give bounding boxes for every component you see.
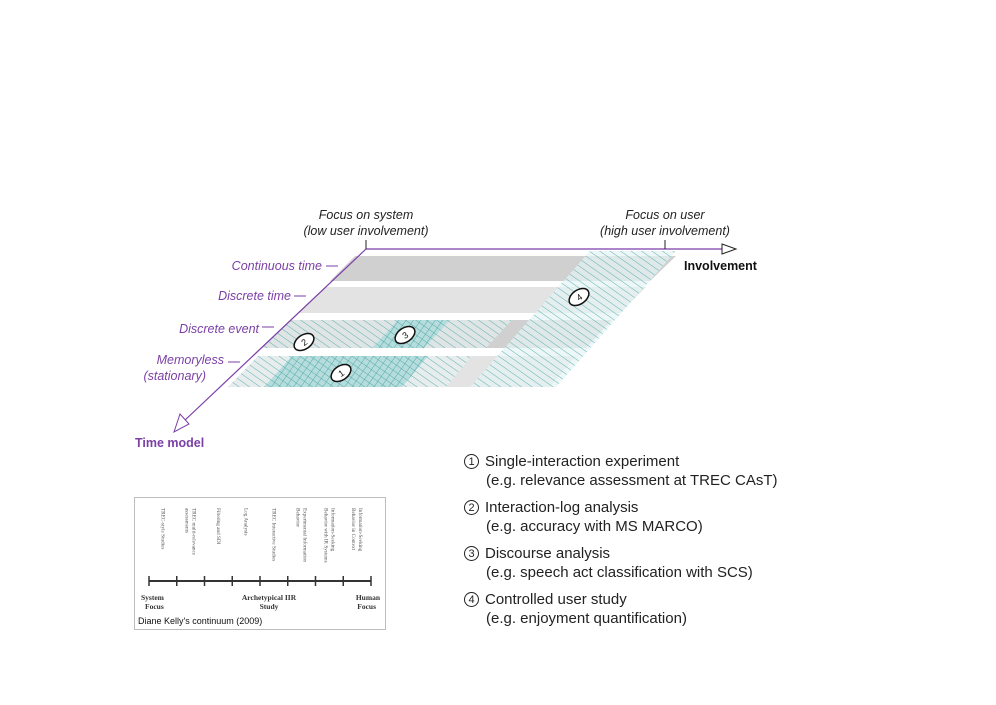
kelly-study-5: TREC Interactive Studies <box>270 508 276 561</box>
marker-1: 1 <box>330 363 352 383</box>
legend-number-1: 1 <box>464 454 479 469</box>
time-level-memoryless-line2: (stationary) <box>143 369 206 383</box>
kelly-study-6: Experimental InformationBehavior <box>295 508 309 562</box>
legend-item-3: 3 Discourse analysis (e.g. speech act cla… <box>464 544 884 582</box>
legend-number-3: 3 <box>464 546 479 561</box>
marker-4: 4 <box>568 287 590 307</box>
kelly-study-labels: TREC-style Studies TREC multi-relevanceas… <box>159 508 364 563</box>
focus-system-label-line2: (low user involvement) <box>303 224 428 238</box>
time-level-discrete-time: Discrete time <box>218 289 291 303</box>
time-level-discrete-event: Discrete event <box>179 322 259 336</box>
legend-number-2: 2 <box>464 500 479 515</box>
legend-title-2: Interaction-log analysis <box>485 499 639 516</box>
kelly-continuum-figure: TREC-style Studies TREC multi-relevanceas… <box>134 497 386 630</box>
time-arrowhead <box>173 413 190 434</box>
time-level-continuous: Continuous time <box>232 259 322 273</box>
kelly-scale-ticks <box>148 576 372 586</box>
legend-example-4: (e.g. enjoyment quantification) <box>486 610 687 627</box>
legend-example-1: (e.g. relevance assessment at TREC CAsT) <box>486 472 778 489</box>
kelly-middle-line1: Archetypical IIR <box>242 593 297 602</box>
legend-item-1: 1 Single-interaction experiment (e.g. rel… <box>464 452 884 490</box>
legend-title-3: Discourse analysis <box>485 545 611 562</box>
kelly-study-7: Information-SeekingBehavior with IR Syst… <box>322 508 336 563</box>
kelly-left-line1: System <box>141 593 165 602</box>
legend-item-4: 4 Controlled user study (e.g. enjoyment q… <box>464 590 884 628</box>
marker-1-num: 1 <box>336 368 346 379</box>
legend-item-2: 2 Interaction-log analysis (e.g. accuracy… <box>464 498 884 536</box>
legend-title-1: Single-interaction experiment <box>485 453 680 470</box>
focus-user-label-line1: Focus on user <box>625 208 705 222</box>
kelly-caption: Diane Kelly's continuum (2009) <box>138 616 263 626</box>
marker-2-num: 2 <box>299 337 309 348</box>
legend-title-4: Controlled user study <box>485 591 627 608</box>
marker-2: 2 <box>293 332 315 352</box>
kelly-left-line2: Focus <box>145 602 164 611</box>
involvement-axis-label: Involvement <box>684 259 758 273</box>
involvement-arrowhead <box>721 243 738 255</box>
focus-user-label-line2: (high user involvement) <box>600 224 730 238</box>
kelly-study-3: Filtering and SDI <box>215 508 221 545</box>
time-axis-label: Time model <box>135 436 204 450</box>
kelly-study-4: Log Analysis <box>243 508 249 536</box>
focus-system-label-line1: Focus on system <box>319 208 413 222</box>
kelly-study-1: TREC-style Studies <box>159 508 165 549</box>
legend: 1 Single-interaction experiment (e.g. rel… <box>464 452 884 636</box>
marker-3-num: 3 <box>400 330 410 341</box>
time-axis-line <box>182 248 367 423</box>
kelly-study-2: TREC multi-relevanceassessments <box>184 508 197 556</box>
kelly-right-line2: Focus <box>357 602 376 611</box>
marker-3: 3 <box>394 325 416 345</box>
marker-4-num: 4 <box>574 292 584 303</box>
kelly-right-line1: Human <box>356 593 381 602</box>
legend-example-2: (e.g. accuracy with MS MARCO) <box>486 518 703 535</box>
kelly-study-8: Information-SeekingBehavior in Context <box>350 508 364 552</box>
kelly-middle-line2: Study <box>260 602 279 611</box>
legend-number-4: 4 <box>464 592 479 607</box>
time-level-memoryless-line1: Memoryless <box>157 353 224 367</box>
legend-example-3: (e.g. speech act classification with SCS… <box>486 564 753 581</box>
